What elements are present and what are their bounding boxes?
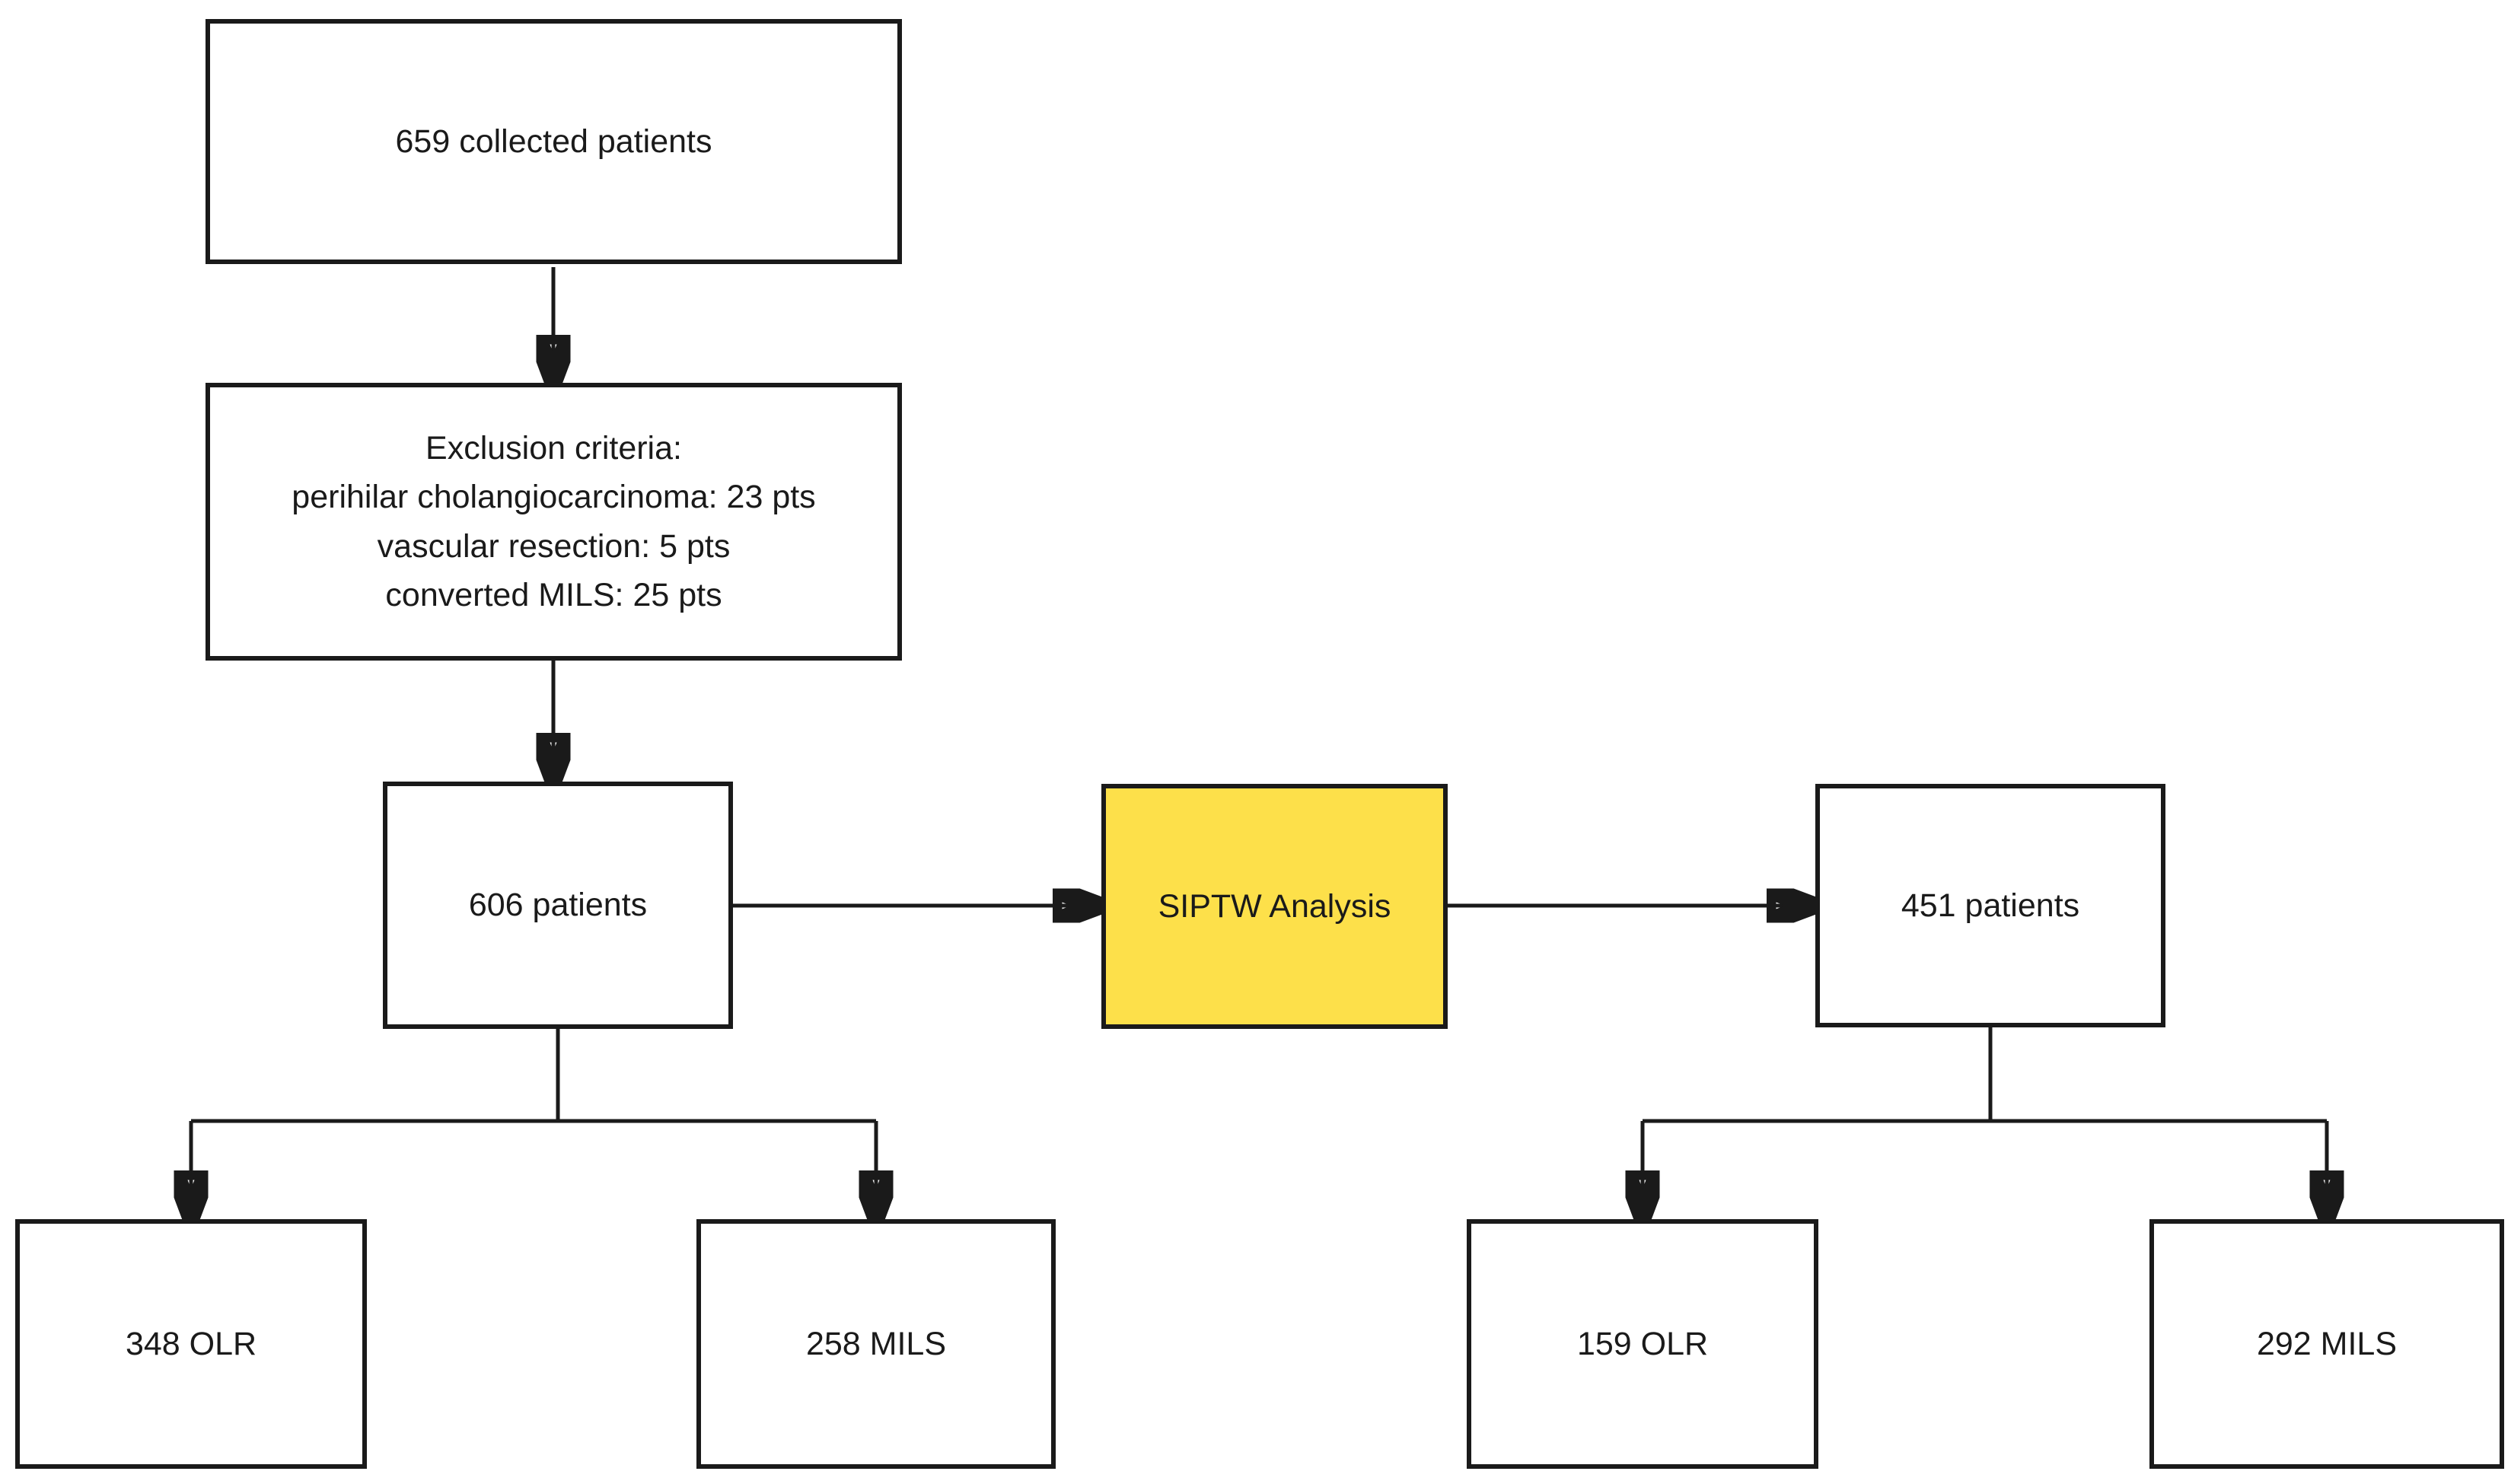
node-label: 159 OLR (1576, 1325, 1709, 1362)
edge-606-branch-bar (191, 1029, 876, 1123)
node-606-patients: 606 patients (383, 782, 733, 1029)
node-451-patients: 451 patients (1815, 784, 2165, 1027)
exclusion-title: Exclusion criteria: (425, 429, 682, 467)
node-siptw-analysis: SIPTW Analysis (1101, 784, 1448, 1029)
exclusion-item-converted: converted MILS: 25 pts (385, 577, 722, 613)
node-258-mils: 258 MILS (696, 1219, 1056, 1469)
node-exclusion-criteria: Exclusion criteria: perihilar cholangioc… (206, 383, 902, 661)
exclusion-item-perihilar: perihilar cholangiocarcinoma: 23 pts (292, 479, 816, 515)
node-label: 451 patients (1901, 887, 2080, 924)
node-292-mils: 292 MILS (2149, 1219, 2504, 1469)
node-label: 606 patients (468, 887, 648, 924)
node-label: 659 collected patients (395, 123, 712, 160)
node-label: SIPTW Analysis (1158, 887, 1391, 925)
node-label: 292 MILS (2256, 1325, 2398, 1362)
node-348-olr: 348 OLR (15, 1219, 367, 1469)
node-659-collected-patients: 659 collected patients (206, 19, 902, 264)
edge-451-branch-bar (1643, 1027, 2327, 1123)
exclusion-item-vascular: vascular resection: 5 pts (377, 527, 731, 565)
node-159-olr: 159 OLR (1467, 1219, 1818, 1469)
node-label: 348 OLR (125, 1325, 257, 1362)
node-label: 258 MILS (805, 1325, 947, 1362)
